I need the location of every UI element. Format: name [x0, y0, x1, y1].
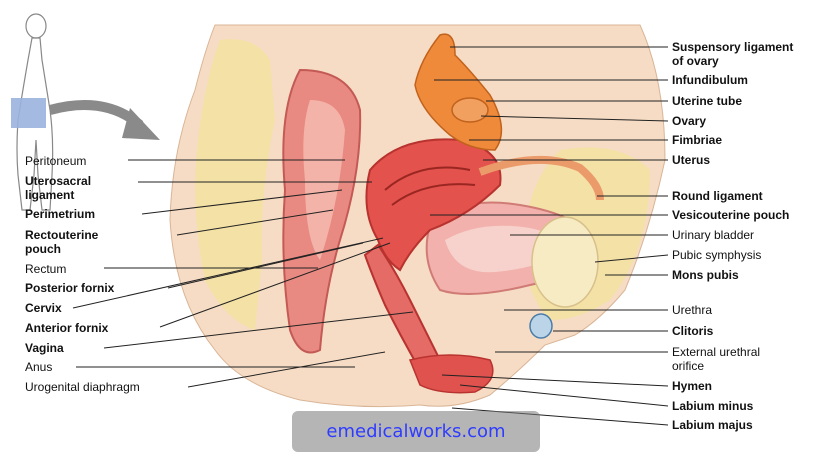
label-cervix: Cervix: [25, 301, 62, 315]
label-pubic-symphysis: Pubic symphysis: [672, 248, 761, 262]
label-uterine-tube: Uterine tube: [672, 94, 742, 108]
label-rectum: Rectum: [25, 262, 66, 276]
label-labium-majus: Labium majus: [672, 418, 753, 432]
label-urogenital-diaphragm: Urogenital diaphragm: [25, 380, 140, 394]
label-clitoris: Clitoris: [672, 324, 713, 338]
label-anterior-fornix: Anterior fornix: [25, 321, 108, 335]
label-fimbriae: Fimbriae: [672, 133, 722, 147]
label-uterus: Uterus: [672, 153, 710, 167]
label-vesicouterine-pouch: Vesicouterine pouch: [672, 208, 789, 222]
label-perimetrium: Perimetrium: [25, 207, 95, 221]
label-infundibulum: Infundibulum: [672, 73, 748, 87]
label-mons-pubis: Mons pubis: [672, 268, 739, 282]
label-hymen: Hymen: [672, 379, 712, 393]
label-external-urethral-orifice: External urethral orifice: [672, 345, 760, 373]
label-anus: Anus: [25, 360, 52, 374]
clitoris-shape: [530, 314, 552, 338]
watermark-text: emedicalworks.com: [292, 421, 540, 442]
label-rectouterine-pouch: Rectouterine pouch: [25, 228, 98, 256]
arrow-icon: [50, 105, 160, 140]
label-labium-minus: Labium minus: [672, 399, 753, 413]
watermark-banner: emedicalworks.com: [292, 411, 540, 452]
label-suspensory-ligament: Suspensory ligament of ovary: [672, 40, 793, 68]
region-highlight: [11, 98, 46, 128]
label-ovary: Ovary: [672, 114, 706, 128]
label-urinary-bladder: Urinary bladder: [672, 228, 754, 242]
pubic-bone: [532, 217, 598, 307]
label-posterior-fornix: Posterior fornix: [25, 281, 114, 295]
label-vagina: Vagina: [25, 341, 64, 355]
label-urethra: Urethra: [672, 303, 712, 317]
label-uterosacral-ligament: Uterosacral ligament: [25, 174, 91, 202]
ovary-shape: [452, 98, 488, 122]
label-round-ligament: Round ligament: [672, 189, 763, 203]
label-peritoneum: Peritoneum: [25, 154, 86, 168]
